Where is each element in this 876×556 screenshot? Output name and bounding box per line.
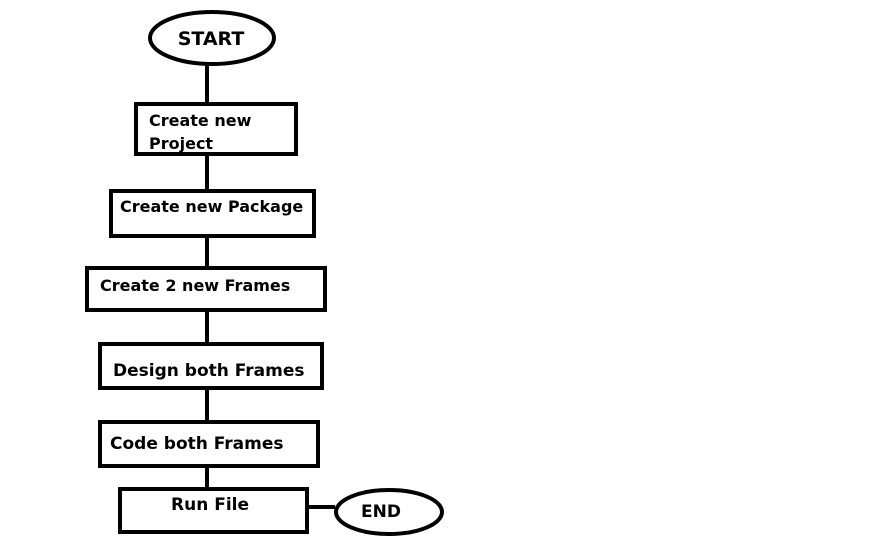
start-ellipse: [148, 10, 276, 66]
start-label: START: [178, 28, 245, 50]
step-1-label-line-2: Project: [149, 134, 213, 153]
step-design-both-frames: Design both Frames: [98, 342, 324, 390]
step-1-label-line-1: Create new: [149, 111, 252, 130]
step-6-label: Run File: [171, 495, 249, 515]
connectors: [205, 62, 335, 509]
step-5-label: Code both Frames: [110, 434, 284, 454]
step-3-box: [85, 266, 327, 312]
step-create-new-project: Create new Project: [134, 102, 298, 156]
step-4-box: [98, 342, 324, 390]
step-1-label: Create new Project: [149, 111, 257, 153]
start-terminal: START: [148, 10, 276, 66]
step-create-new-package: Create new Package: [109, 189, 316, 238]
end-terminal: END: [334, 488, 444, 536]
step-2-box: [109, 189, 316, 238]
step-6-box: [118, 487, 309, 534]
step-3-label: Create 2 new Frames: [100, 276, 290, 295]
end-ellipse: [334, 488, 444, 536]
step-run-file: Run File: [118, 487, 309, 534]
step-5-box: [98, 420, 320, 468]
step-1-box: [134, 102, 298, 156]
step-create-2-new-frames: Create 2 new Frames: [85, 266, 327, 312]
end-label: END: [361, 502, 401, 522]
step-4-label: Design both Frames: [113, 361, 305, 381]
step-code-both-frames: Code both Frames: [98, 420, 320, 468]
step-2-label: Create new Package: [120, 197, 303, 216]
